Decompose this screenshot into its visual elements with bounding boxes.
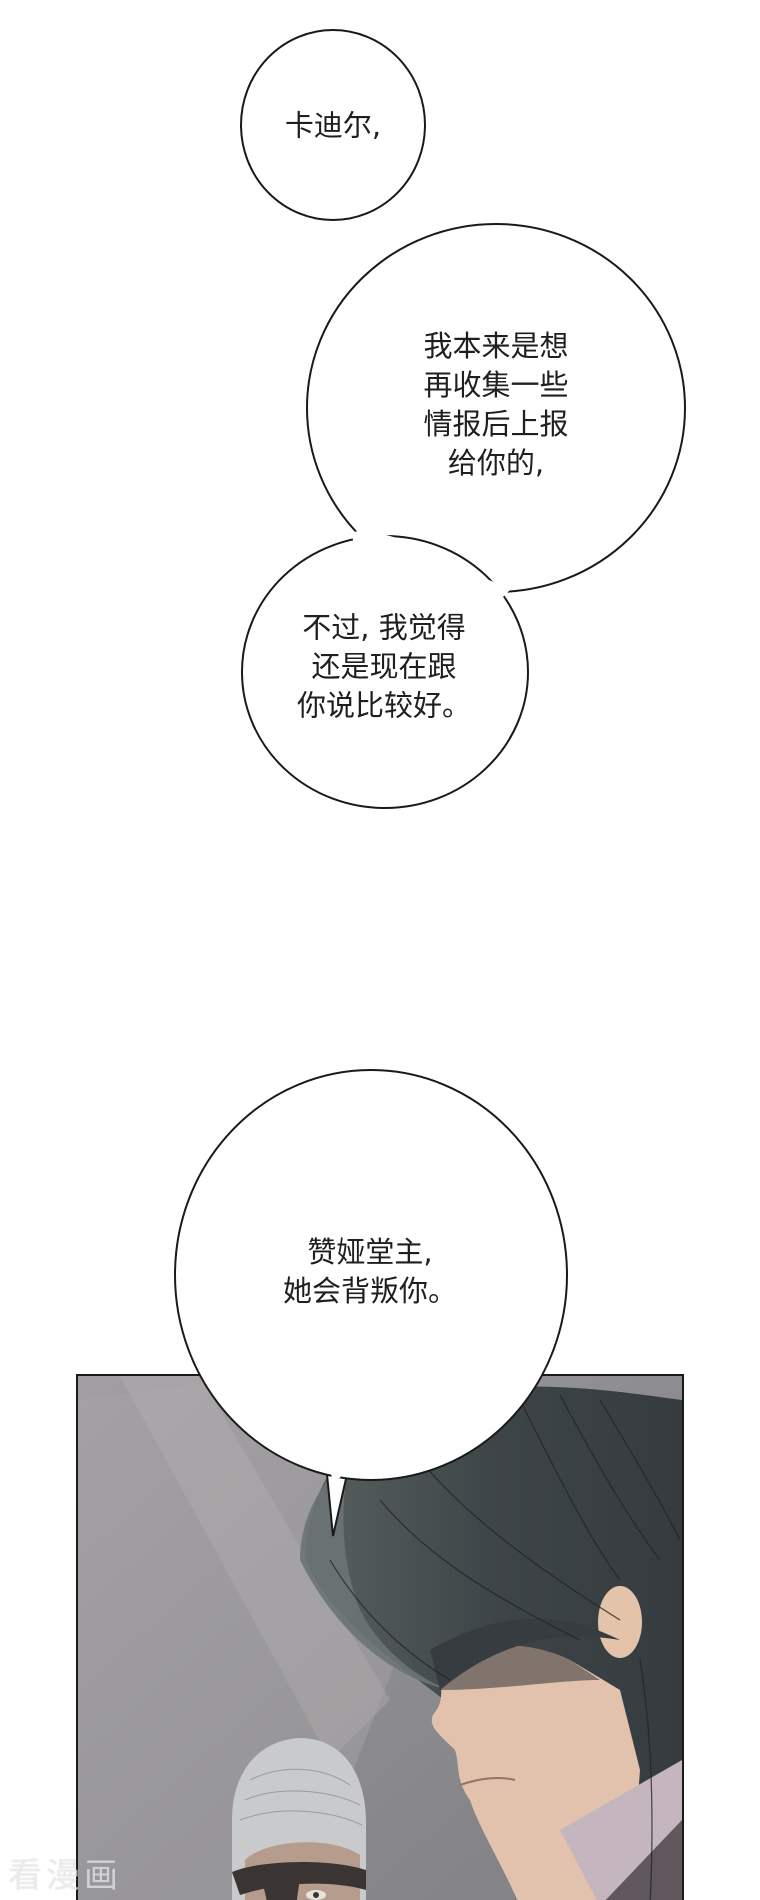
bubble-line: 情报后上报 [423, 407, 569, 441]
bubble-2-text: 我本来是想 再收集一些 情报后上报 给你的, [423, 327, 568, 483]
bubble-line: 赞娅堂主, [307, 1235, 433, 1269]
bubble-line: 再收集一些 [423, 368, 569, 402]
bubble-line: 我本来是想 [423, 329, 569, 363]
bubble-line: 不过, 我觉得 [302, 610, 466, 645]
speech-bubble-4 [174, 1069, 568, 1537]
bubble-line: 卡迪尔, [284, 108, 382, 143]
bubble-line: 她会背叛你。 [282, 1274, 458, 1308]
bubble-1-text: 卡迪尔, [285, 107, 381, 146]
bubble-line: 你说比较好。 [296, 688, 472, 723]
bubble-line: 还是现在跟 [311, 649, 457, 684]
white-haired-man [232, 1738, 366, 1900]
speech-bubble-group [241, 223, 686, 809]
bubble-line: 给你的, [447, 446, 545, 480]
watermark: 看漫画 [8, 1856, 122, 1896]
bubble-3-text: 不过, 我觉得 还是现在跟 你说比较好。 [297, 609, 471, 726]
speech-bubble-1 [240, 29, 426, 221]
bubble-4-text: 赞娅堂主, 她会背叛你。 [283, 1233, 457, 1311]
